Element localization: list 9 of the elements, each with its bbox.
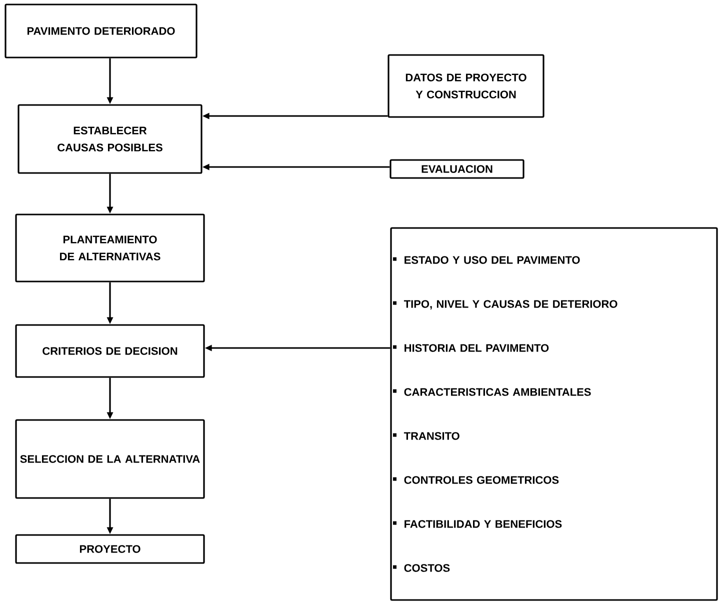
process-box: PLANTEAMIENTO DE ALTERNATIVAS bbox=[15, 214, 205, 282]
process-box: DATOS DE PROYECTO Y CONSTRUCCION bbox=[388, 54, 544, 118]
process-box: PROYECTO bbox=[15, 534, 205, 564]
process-box: ESTABLECER CAUSAS POSIBLES bbox=[18, 104, 202, 174]
process-box: PAVIMENTO DETERIORADO bbox=[4, 4, 198, 58]
process-box: EVALUACION bbox=[390, 159, 524, 179]
process-box: SELECCION DE LA ALTERNATIVA bbox=[15, 419, 205, 499]
criteria-list-box: ESTADO Y USO DEL PAVIMENTO TIPO, NIVEL Y CAUSAS DE DETERIORO HISTORIA DEL PAVIMENTO CARACTERISTICAS AMBIENTALES TRANSITO CONTROLES GEOMETRICOS FACTIBILIDAD Y BENEFICIOS COSTOS bbox=[390, 227, 718, 601]
process-box: CRITERIOS DE DECISION bbox=[15, 324, 205, 378]
